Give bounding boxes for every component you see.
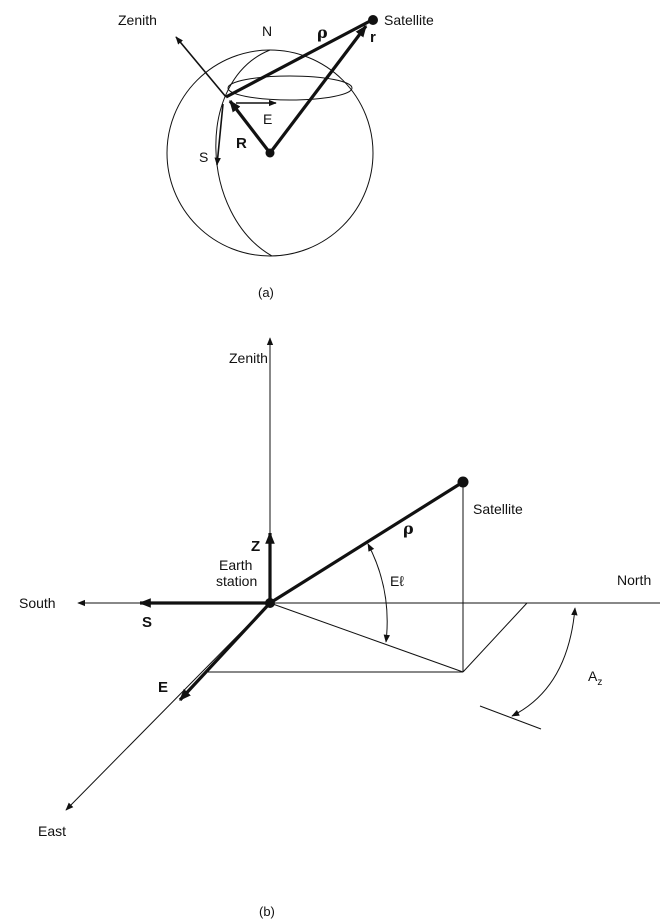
elevation-arc <box>367 543 391 643</box>
east-label-a: E <box>263 111 272 127</box>
satellite-label-b: Satellite <box>473 501 523 517</box>
zenith-vector-a <box>175 36 227 98</box>
rho-vector-a <box>225 18 373 99</box>
satellite-dot-b <box>457 476 469 488</box>
earth-center-dot <box>265 148 275 158</box>
north-label: North <box>617 572 651 588</box>
south-arrow-a <box>214 103 224 166</box>
zenith-label-b: Zenith <box>229 350 268 366</box>
r-label-a: r <box>370 29 376 46</box>
rho-label-b: ρ <box>403 519 414 538</box>
azimuth-label: Az <box>588 668 602 688</box>
satellite-dot-a <box>368 15 378 25</box>
azimuth-arc <box>511 607 578 717</box>
earth-station-label-line1: Earth <box>219 557 252 573</box>
azimuth-reference-line <box>479 705 542 730</box>
east-label: East <box>38 823 66 839</box>
satellite-label-a: Satellite <box>384 12 434 28</box>
rho-label-a: ρ <box>317 23 328 42</box>
zenith-label-a: Zenith <box>118 12 157 28</box>
meridian-line <box>215 49 273 257</box>
e-unit-vector <box>178 601 272 702</box>
earth-station-label-line2: station <box>216 573 257 589</box>
earth-station-dot <box>265 598 275 608</box>
parallelogram-right <box>462 602 528 673</box>
north-label-a: N <box>262 23 272 39</box>
south-label: South <box>19 595 56 611</box>
rho-vector-b <box>269 480 464 605</box>
south-label-a: S <box>199 149 208 165</box>
ground-projection-line <box>269 602 464 673</box>
R-vector-a <box>228 100 272 154</box>
caption-b: (b) <box>259 904 275 919</box>
latitude-circle <box>227 75 353 101</box>
z-label: Z <box>251 538 260 555</box>
caption-a: (a) <box>258 285 274 300</box>
elevation-label: Eℓ <box>390 573 404 589</box>
panel-a: Zenith N ρ Satellite r E R S (a) <box>118 12 434 300</box>
r-vector-a <box>268 25 368 154</box>
R-label-a: R <box>236 135 247 152</box>
panel-b: Zenith Z Satellite ρ Earth station Eℓ No… <box>19 337 660 919</box>
e-label: E <box>158 679 168 696</box>
s-label: S <box>142 614 152 631</box>
